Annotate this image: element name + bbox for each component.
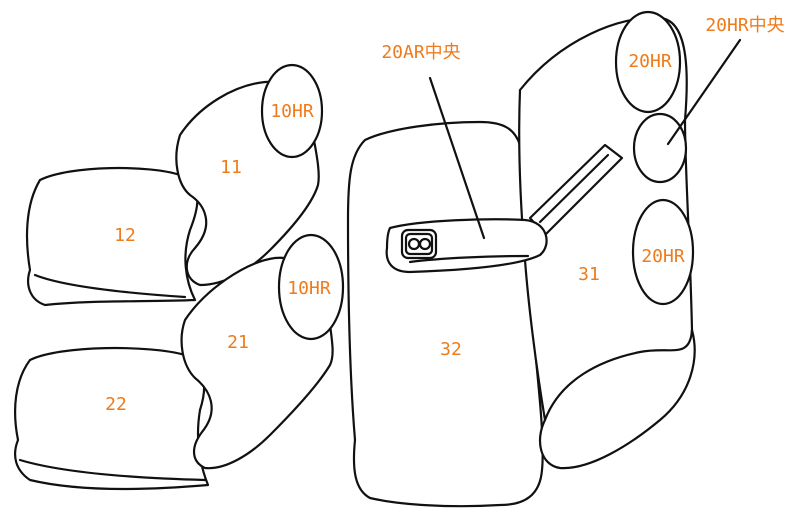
front-right-cushion bbox=[25, 166, 199, 307]
rear-top-headrest bbox=[614, 10, 682, 114]
rear-bottom-headrest bbox=[631, 198, 695, 306]
label-20hr-center: 20HR中央 bbox=[705, 15, 784, 36]
front-top-headrest bbox=[260, 63, 324, 159]
label-31: 31 bbox=[578, 264, 600, 285]
label-11: 11 bbox=[220, 157, 242, 178]
label-20hr-bottom: 20HR bbox=[641, 246, 685, 267]
rear-middle-headrest bbox=[632, 112, 688, 184]
rear-armrest bbox=[385, 143, 624, 274]
label-21: 21 bbox=[227, 332, 249, 353]
front-left-cushion bbox=[14, 346, 210, 491]
armrest-callout-line bbox=[428, 76, 486, 240]
middle-headrest-callout-line bbox=[666, 38, 742, 146]
label-20hr-top: 20HR bbox=[628, 51, 672, 72]
label-10hr-top: 10HR bbox=[270, 101, 314, 122]
label-22: 22 bbox=[105, 394, 127, 415]
label-32: 32 bbox=[440, 339, 462, 360]
rear-bench bbox=[346, 120, 544, 508]
label-10hr-bottom: 10HR bbox=[287, 278, 331, 299]
front-bottom-headrest bbox=[277, 233, 345, 341]
label-12: 12 bbox=[114, 225, 136, 246]
label-20ar: 20AR中央 bbox=[381, 42, 460, 63]
